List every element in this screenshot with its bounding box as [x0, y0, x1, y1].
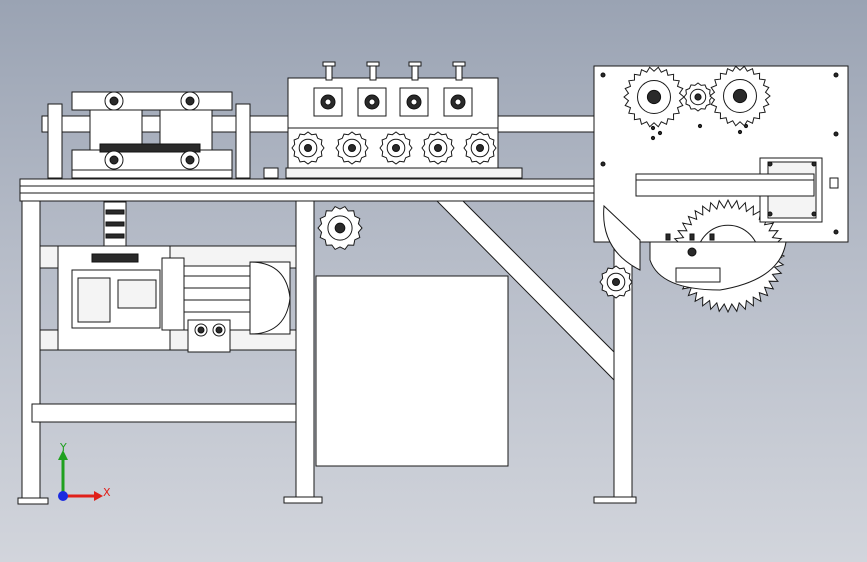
- sprocket: [463, 131, 497, 165]
- idler-gear: [683, 82, 713, 112]
- drive-sprocket-gear: [317, 205, 363, 251]
- sprocket: [291, 131, 325, 165]
- top-rollers: [313, 87, 473, 117]
- sprocket: [335, 131, 369, 165]
- drive-sprocket: [317, 205, 363, 251]
- coupling: [103, 201, 127, 249]
- large-gear: [623, 66, 685, 128]
- gearbox-plate: [593, 65, 849, 314]
- adjusting-screws: [322, 61, 466, 81]
- control-box: [315, 275, 509, 467]
- y-axis-label: Y: [59, 441, 67, 454]
- sprocket: [379, 131, 413, 165]
- x-axis-label: X: [103, 486, 111, 499]
- feed-roller-assembly: [47, 91, 251, 179]
- gear-motor: [57, 245, 291, 353]
- coordinate-triad: X Y: [58, 441, 111, 501]
- bottom-sprockets: [291, 131, 497, 165]
- large-gear: [709, 65, 771, 127]
- straightener-block: [263, 61, 523, 179]
- sprocket: [421, 131, 455, 165]
- side-sprocket: [599, 265, 633, 299]
